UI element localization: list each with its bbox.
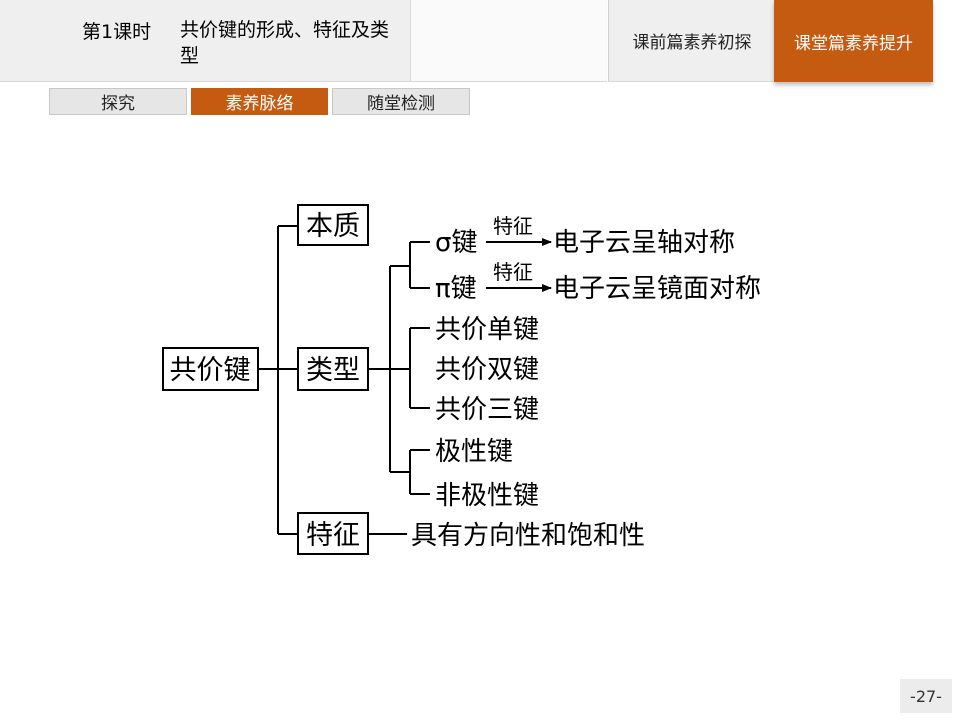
features-text: 具有方向性和饱和性 (411, 521, 645, 551)
lesson-number: 第1课时 (82, 21, 152, 43)
types-label: 类型 (306, 355, 360, 386)
nonpolar-bond-label: 非极性键 (435, 481, 539, 511)
subtab-literacy-map[interactable]: 素养脉络 (191, 88, 328, 115)
header-bar: 第1课时 共价键的形成、特征及类型 课前篇素养初探 课堂篇素养提升 (0, 0, 960, 82)
tab-inclass[interactable]: 课堂篇素养提升 (774, 0, 933, 82)
sigma-arrow-label: 特征 (493, 214, 533, 238)
header-spacer (411, 0, 607, 82)
page-number: -27- (900, 679, 952, 713)
sigma-result: 电子云呈轴对称 (553, 228, 735, 258)
pi-arrow-label: 特征 (493, 260, 533, 284)
polar-bond-label: 极性键 (435, 437, 513, 467)
single-bond-label: 共价单键 (435, 315, 539, 345)
lesson-title: 共价键的形成、特征及类型 (180, 19, 390, 67)
nature-label: 本质 (306, 211, 360, 242)
lesson-title-panel: 第1课时 共价键的形成、特征及类型 (0, 0, 411, 82)
subtab-explore[interactable]: 探究 (49, 88, 187, 115)
features-label: 特征 (306, 520, 360, 551)
double-bond-label: 共价双键 (435, 355, 539, 385)
root-label: 共价键 (170, 355, 251, 386)
sigma-bond-label: σ键 (435, 228, 477, 258)
subtab-quiz[interactable]: 随堂检测 (332, 88, 470, 115)
pi-result: 电子云呈镜面对称 (553, 274, 761, 304)
nature-box (297, 204, 369, 246)
tab-preclass[interactable]: 课前篇素养初探 (608, 0, 775, 82)
pi-bond-label: π键 (435, 274, 477, 304)
triple-bond-label: 共价三键 (435, 395, 539, 425)
